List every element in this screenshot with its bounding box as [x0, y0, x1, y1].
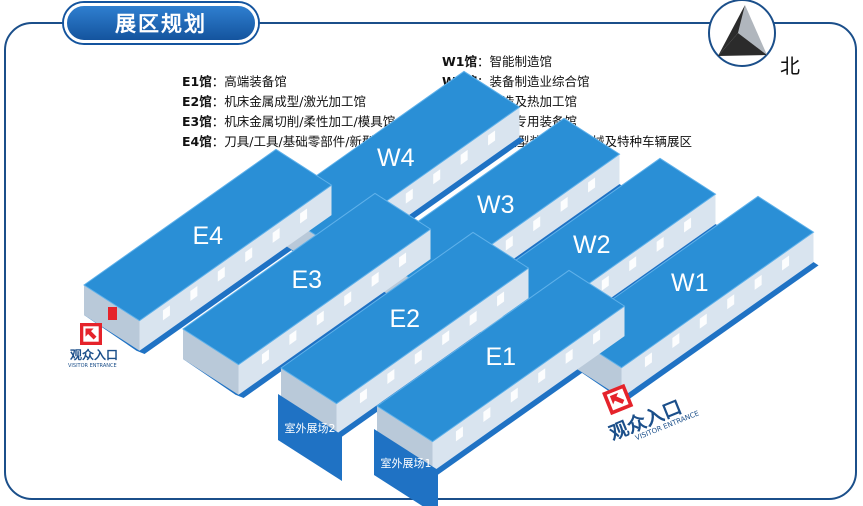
north-arrow-icon: [708, 0, 776, 67]
hall-label: W1: [671, 269, 709, 297]
hall-e2[interactable]: E2: [280, 231, 530, 434]
entrance-arrow-icon: [602, 383, 634, 416]
north-label: 北: [780, 54, 800, 78]
hall-w1[interactable]: W1: [565, 195, 815, 398]
outdoor-area[interactable]: 室外展场1: [374, 429, 438, 506]
legend-separator: ：: [211, 74, 225, 89]
legend-desc: 机床金属成型/激光加工馆: [224, 94, 366, 109]
hall-label: E1: [485, 343, 516, 371]
hall-label: W2: [573, 231, 611, 259]
legend-desc: 高端装备馆: [224, 74, 287, 89]
legend-item: E2馆：机床金属成型/激光加工馆: [182, 92, 412, 112]
entrance-sublabel: VISITOR ENTRANCE: [68, 363, 117, 369]
hall-label: E3: [291, 266, 322, 294]
legend-key: E2馆: [182, 94, 212, 109]
outdoor-area[interactable]: 室外展场2: [278, 394, 342, 481]
hall-e1[interactable]: E1: [376, 269, 626, 472]
legend-separator: ：: [211, 114, 225, 129]
legend-item: W1馆：智能制造馆: [442, 52, 692, 72]
hall-e3[interactable]: E3: [182, 192, 432, 395]
legend-key: E3馆: [182, 114, 212, 129]
entrance-marker: [108, 307, 117, 320]
legend-key: E1馆: [182, 74, 212, 89]
legend-desc: 智能制造馆: [489, 54, 553, 69]
page-title: 展区规划: [64, 3, 258, 43]
hall-label: E4: [192, 222, 223, 250]
hall-label: W4: [377, 144, 415, 172]
legend-desc: 装备制造业综合馆: [489, 74, 590, 89]
entrance-label: 观众入口: [70, 347, 118, 362]
entrance-arrow-icon: [80, 323, 102, 345]
legend-item: E3馆：机床金属切削/柔性加工/模具馆: [182, 112, 412, 132]
outdoor-label: 室外展场2: [285, 421, 336, 435]
legend-separator: ：: [477, 54, 490, 69]
hall-label: E2: [389, 305, 420, 333]
legend-desc: 机床金属切削/柔性加工/模具馆: [224, 114, 396, 129]
legend-separator: ：: [211, 134, 225, 149]
legend-key: W1馆: [442, 54, 477, 69]
legend-item: E1馆：高端装备馆: [182, 72, 412, 92]
outdoor-label: 室外展场1: [381, 456, 432, 470]
legend-key: E4馆: [182, 134, 212, 149]
hall-label: W3: [477, 191, 515, 219]
legend-separator: ：: [211, 94, 225, 109]
